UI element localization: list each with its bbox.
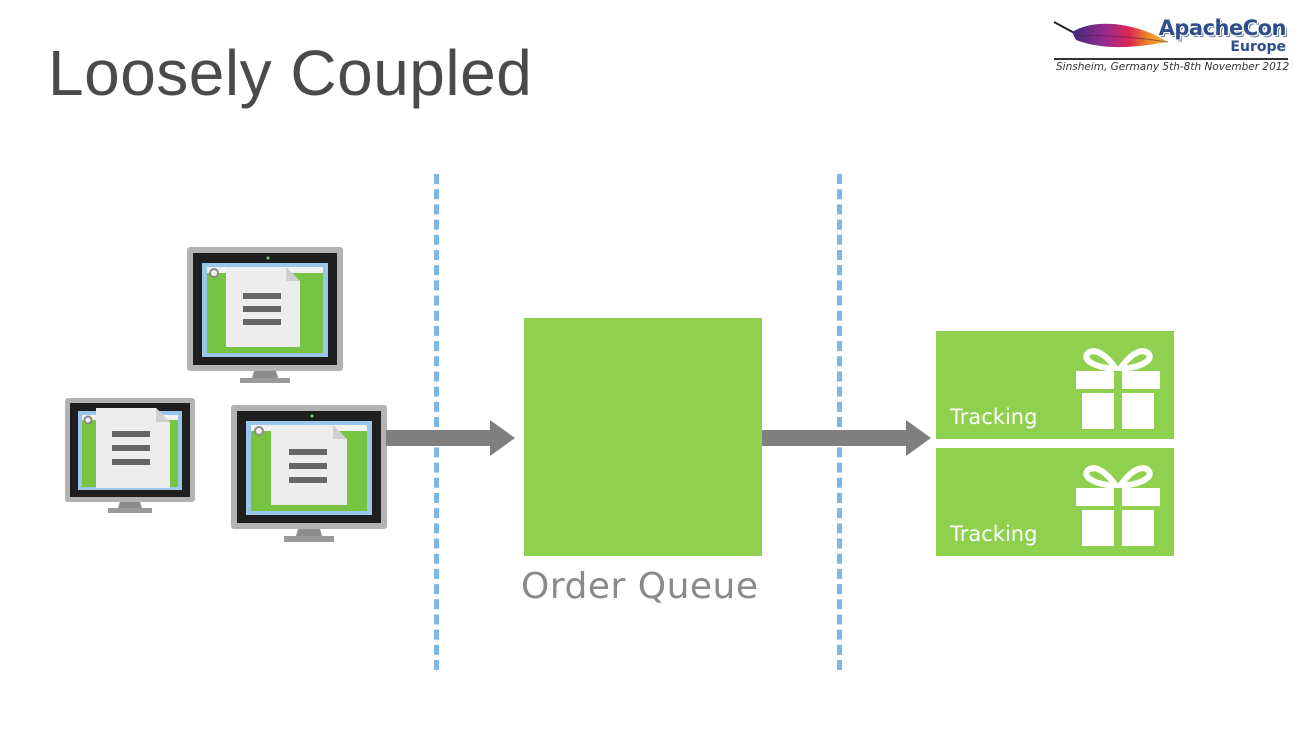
tracking-tile: Tracking [936,331,1174,439]
arrow-to-consumers [762,420,931,456]
monitor-icon [187,247,343,383]
apachecon-logo: ApacheCon Europe Sinsheim, Germany 5th-8… [1050,12,1290,74]
monitor-icon [231,405,387,542]
boundary-line-right [837,174,842,670]
boundary-line-left [434,174,439,670]
gift-icon [1076,465,1160,546]
tracking-label: Tracking [950,405,1038,429]
tracking-label: Tracking [950,522,1038,546]
logo-rule [1054,58,1288,60]
feather-icon [1053,21,1169,48]
slide-title: Loosely Coupled [48,37,533,109]
tracking-tile: Tracking [936,448,1174,556]
logo-brand: ApacheCon [1158,16,1287,40]
logo-region: Europe [1230,39,1286,55]
monitor-icon [65,398,195,513]
logo-subtitle: Sinsheim, Germany 5th-8th November 2012 [1056,61,1290,73]
order-queue-label: Order Queue [521,566,759,607]
arrow-to-queue [386,420,515,456]
gift-icon [1076,348,1160,429]
order-queue-box [524,318,762,556]
